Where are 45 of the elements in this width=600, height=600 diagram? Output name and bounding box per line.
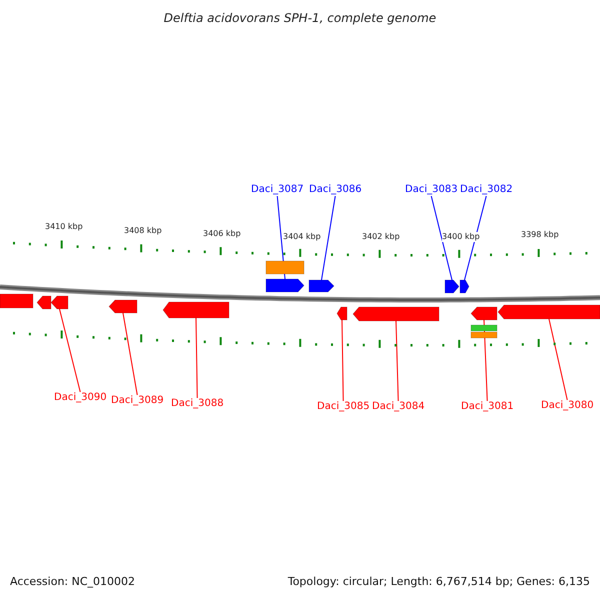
gene-feature [266, 279, 304, 292]
scale-label: 3402 kbp [362, 232, 400, 242]
leader-line [464, 196, 487, 280]
gene-label: Daci_3084 [372, 401, 425, 413]
gene-feature [0, 294, 33, 308]
gene-feature [163, 302, 229, 318]
feature-bar [471, 325, 497, 331]
gene-feature [445, 280, 459, 293]
leader-line [321, 196, 336, 280]
gene-label: Daci_3080 [541, 400, 594, 412]
gene-label: Daci_3086 [309, 184, 362, 196]
leader-line [430, 196, 452, 280]
scale-label: 3410 kbp [45, 222, 83, 232]
leader-line [196, 318, 198, 398]
gene-label: Daci_3090 [54, 392, 107, 404]
gene-feature [460, 280, 469, 293]
gene-feature [471, 307, 497, 320]
scale-label: 3398 kbp [521, 230, 559, 240]
scale-label: 3408 kbp [124, 226, 162, 236]
leader-line [342, 320, 344, 402]
feature-bar [266, 261, 304, 274]
gene-feature [309, 280, 334, 292]
gene-feature [37, 296, 51, 309]
leader-line [548, 318, 568, 400]
gene-feature [51, 296, 68, 309]
footer-text: Topology: circular; Length: 6,767,514 bp; Genes: 6,135 [288, 575, 590, 588]
scale-label: 3406 kbp [203, 229, 241, 239]
gene-label: Daci_3082 [460, 184, 513, 196]
gene-label: Daci_3087 [251, 184, 304, 196]
gene-label: Daci_3083 [405, 184, 458, 196]
leader-line [122, 312, 138, 396]
gene-label: Daci_3088 [171, 398, 224, 410]
footer-text: Accession: NC_010002 [10, 575, 136, 588]
diagram-title: Delftia acidovorans SPH-1, complete genome [162, 11, 438, 25]
scale-label: 3404 kbp [283, 232, 321, 242]
gene-label: Daci_3085 [317, 401, 370, 413]
gene-feature [353, 307, 439, 321]
gene-feature [337, 307, 347, 320]
gene-label: Daci_3089 [111, 395, 164, 407]
leader-line [59, 308, 81, 392]
scale-label: 3400 kbp [442, 232, 480, 242]
leader-line [396, 320, 399, 402]
gene-label: Daci_3081 [461, 401, 514, 413]
feature-bar [471, 332, 497, 338]
gene-feature [109, 300, 137, 313]
